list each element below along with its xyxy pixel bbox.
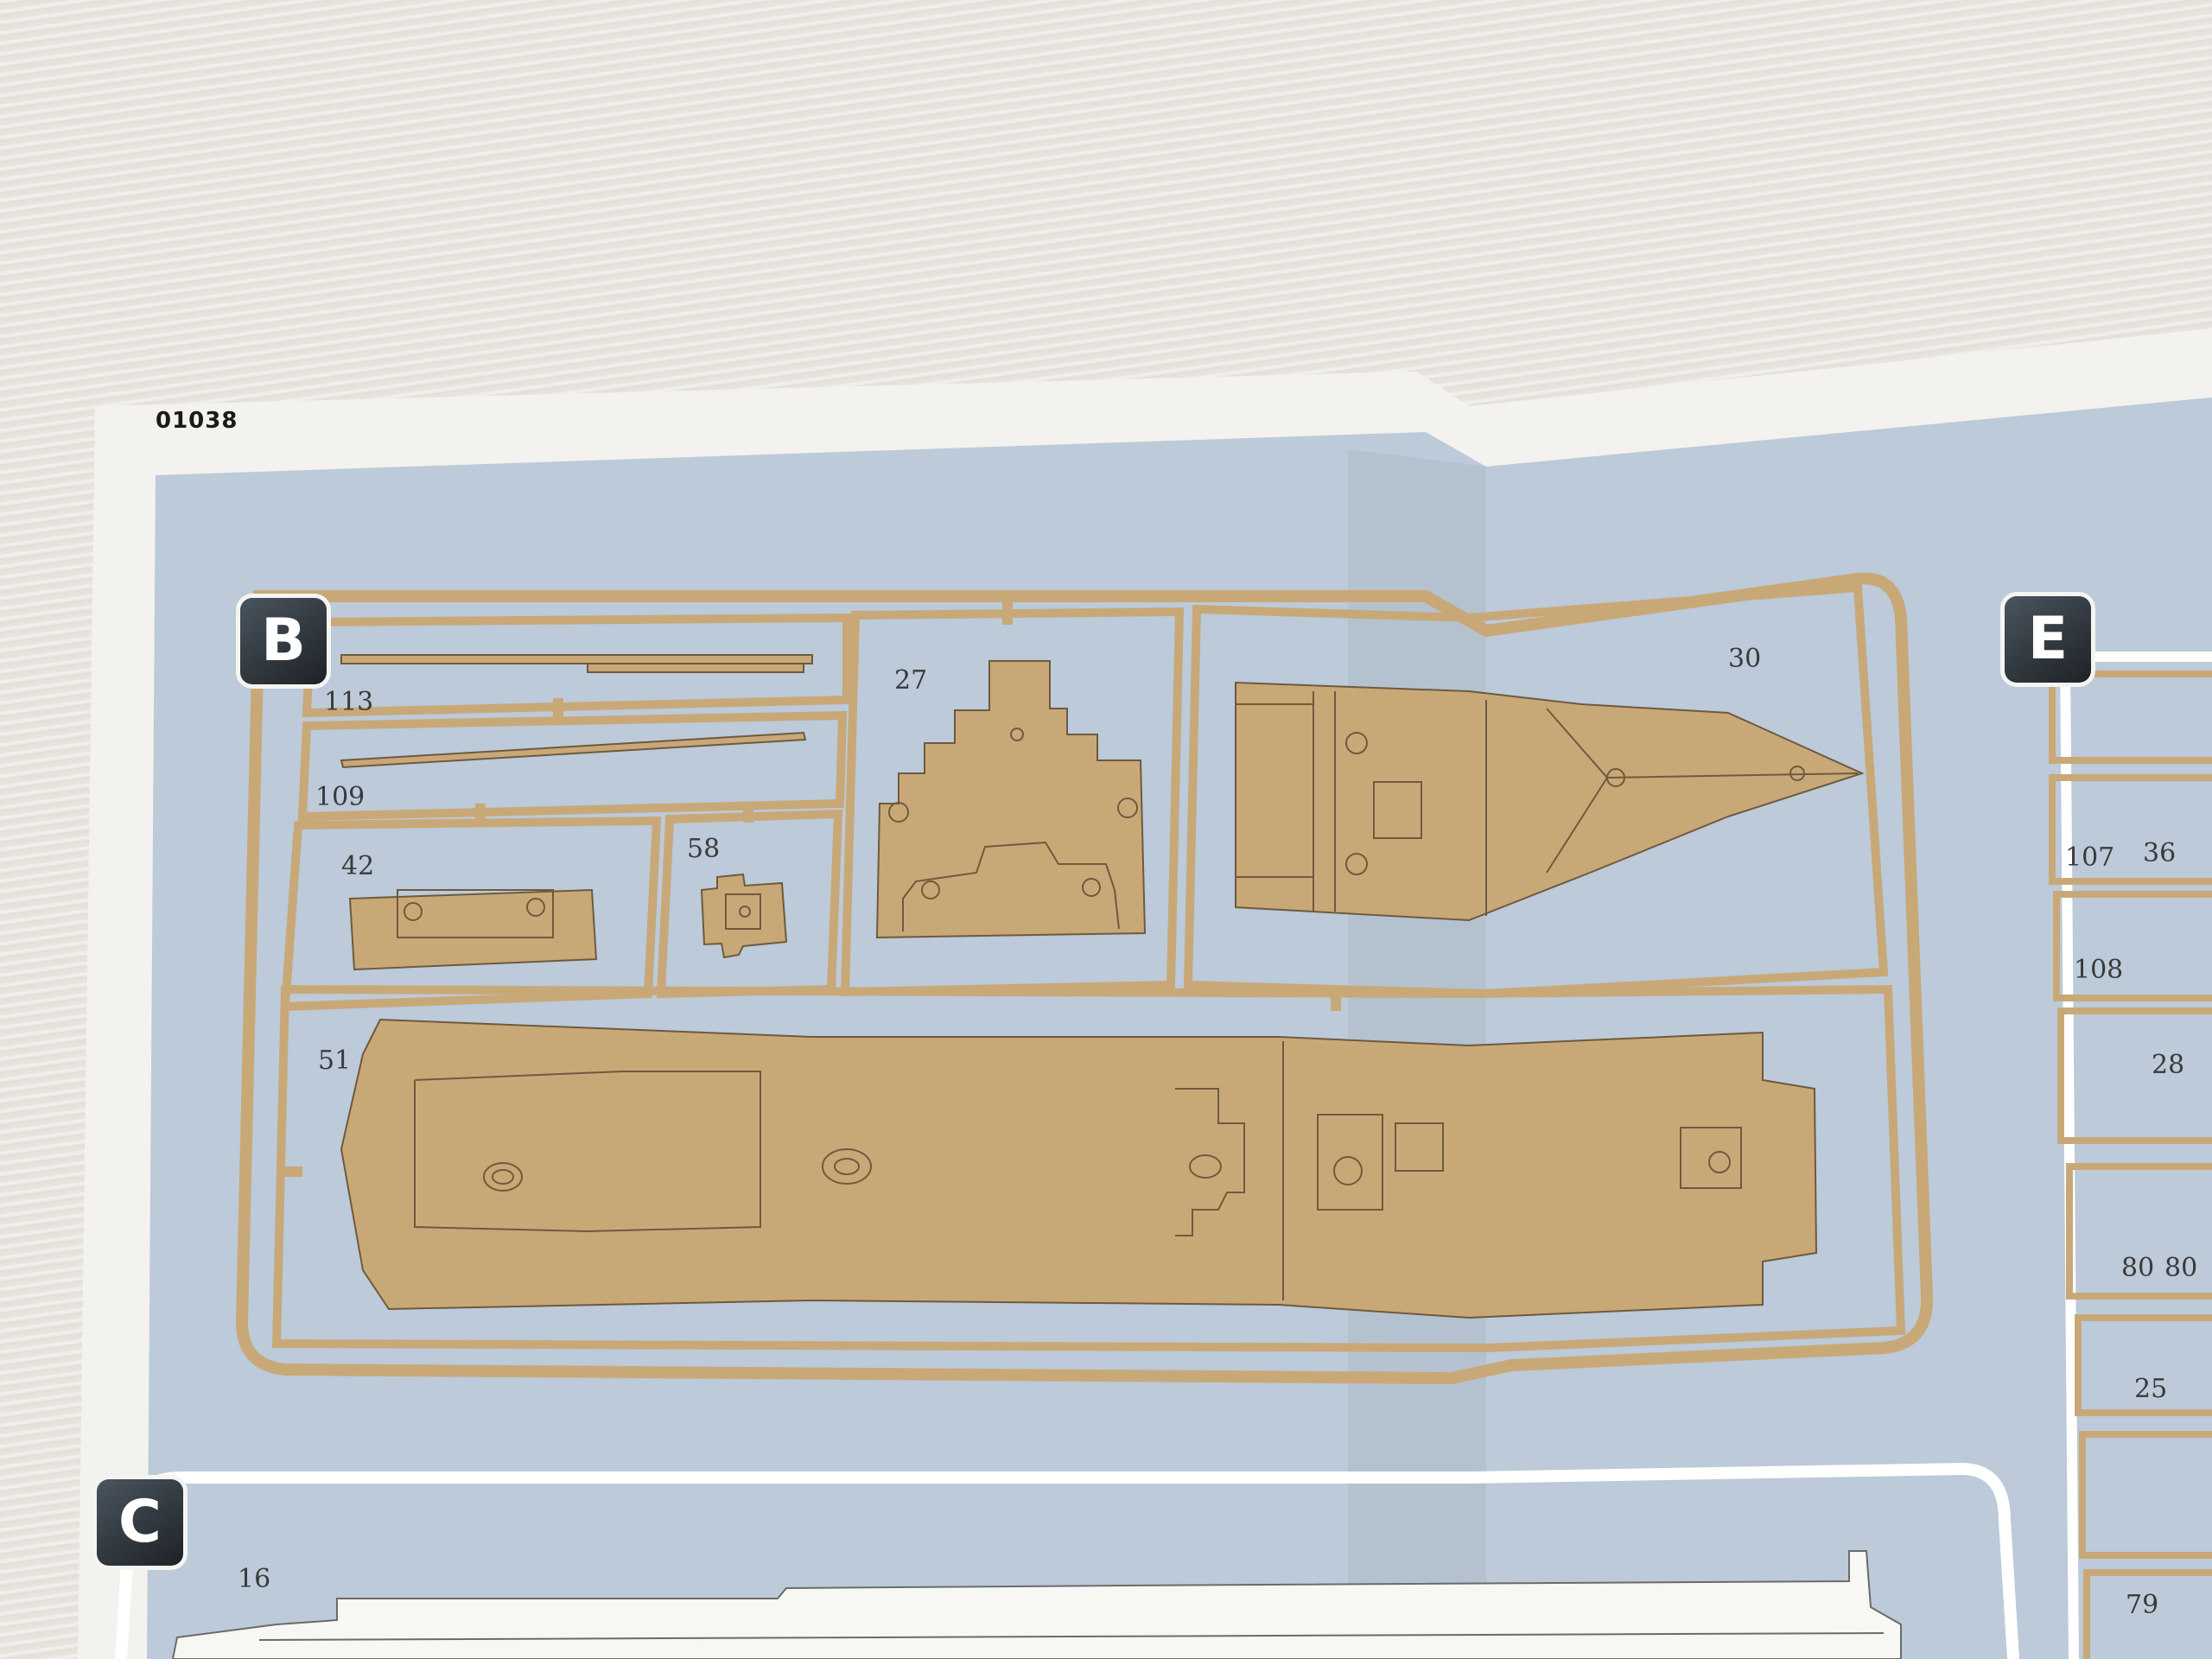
part-label-107: 107 [2065,842,2115,873]
part-label-108: 108 [2074,955,2124,985]
part-58 [700,873,788,959]
part-label-109: 109 [315,782,365,812]
part-42 [348,888,598,971]
part-27 [875,660,1147,939]
part-109 [340,731,807,769]
part-label-27: 27 [894,665,928,696]
part-label-16: 16 [238,1564,271,1594]
part-label-51: 51 [318,1046,352,1076]
sprue-b-frame [235,572,1934,1385]
part-label-113: 113 [324,687,374,717]
sprue-e-cells [2049,671,2212,1659]
page-code: 01038 [156,408,238,434]
part-label-28: 28 [2152,1050,2185,1080]
part-label-25: 25 [2134,1374,2168,1404]
part-51 [340,1018,1818,1319]
part-label-79: 79 [2126,1590,2159,1620]
part-label-58: 58 [687,834,721,864]
part-label-30: 30 [1728,644,1762,674]
part-30 [1235,681,1865,922]
sprue-b-badge: B [240,598,327,684]
part-113 [340,654,813,673]
part-label-36: 36 [2143,838,2177,868]
sprue-c-badge: C [97,1479,183,1566]
part-label-80-left: 80 [2121,1253,2155,1283]
sprue-b-gates [276,599,1341,1177]
part-16 [171,1550,1902,1659]
part-label-42: 42 [341,851,375,881]
sprue-e-badge: E [2005,596,2091,683]
part-label-80-right: 80 [2164,1253,2198,1283]
sprue-e-frame [2060,652,2212,1659]
